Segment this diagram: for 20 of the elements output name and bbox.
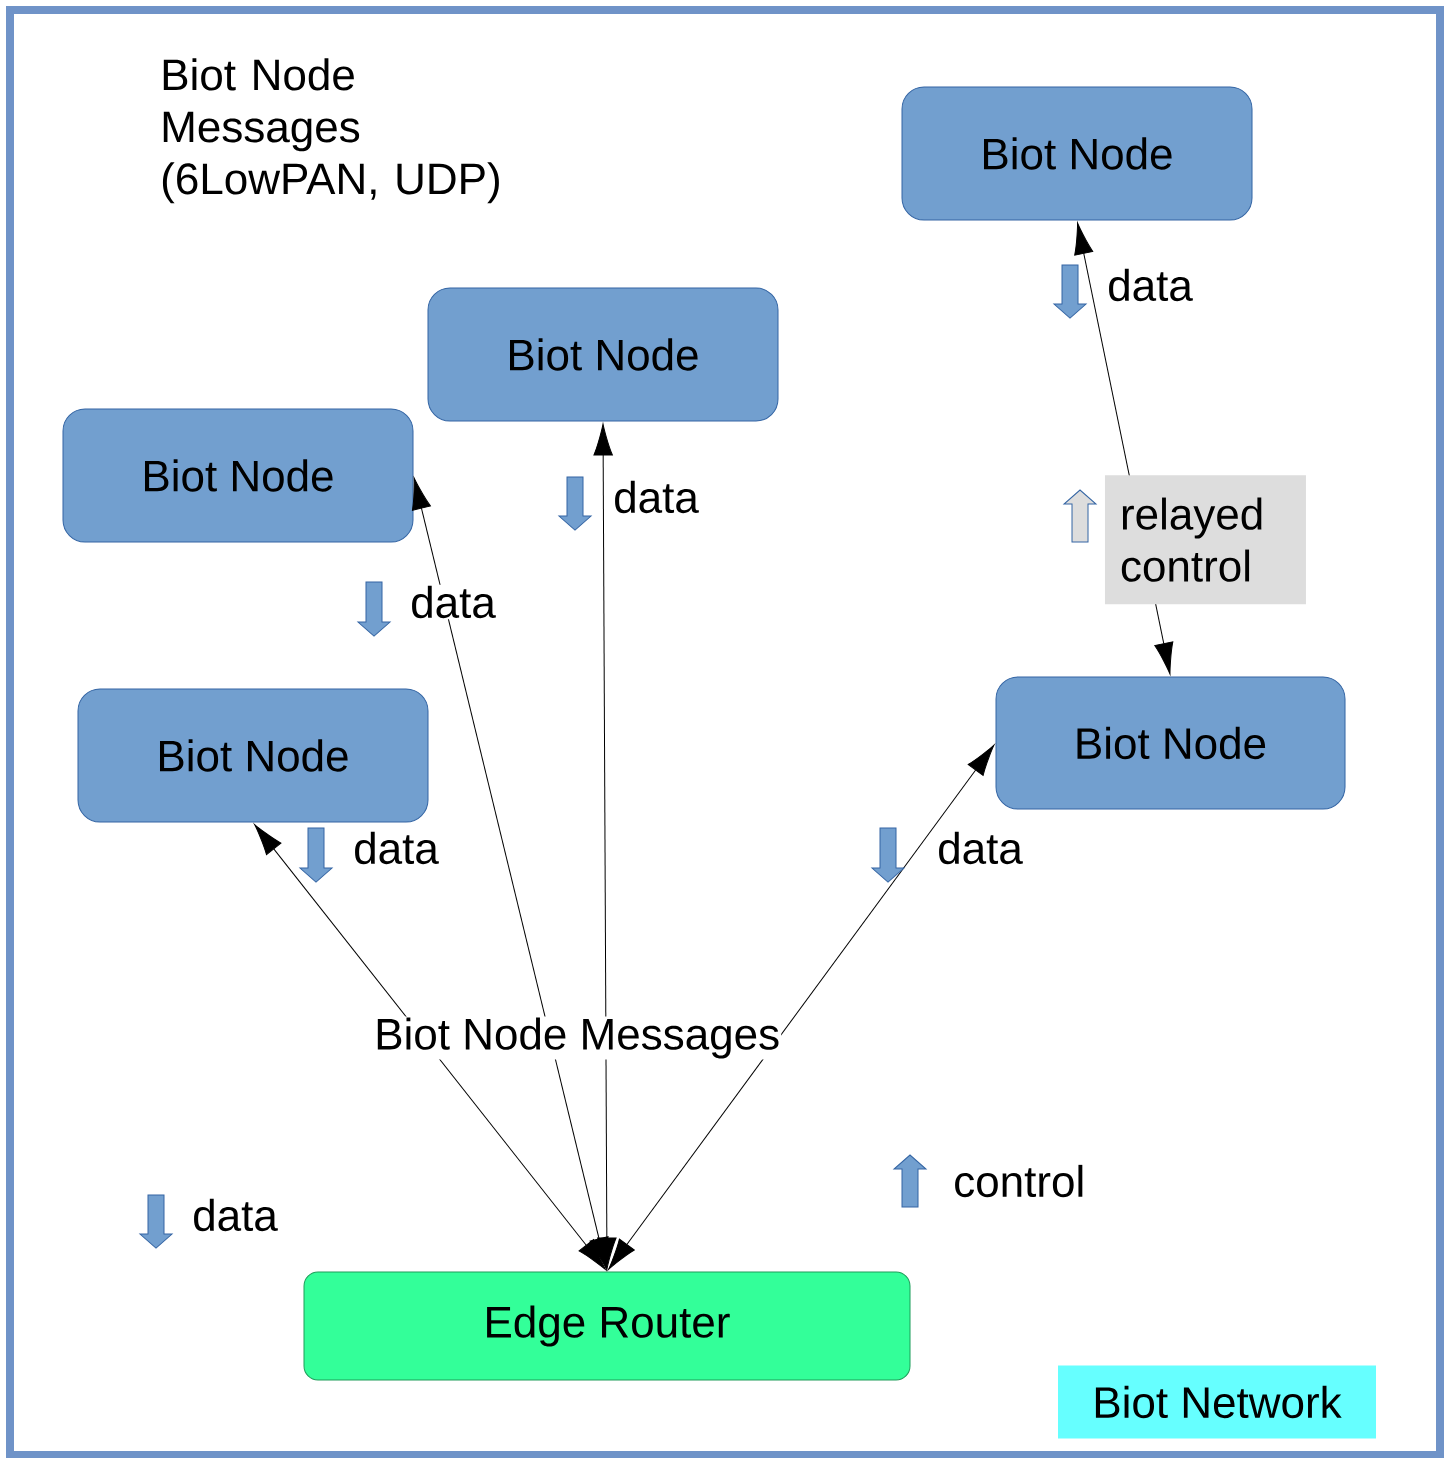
node-box: Biot Node — [427, 287, 779, 422]
flow-label: data — [409, 584, 497, 620]
flow-label: control — [952, 1163, 1087, 1199]
node-box: Biot Node — [77, 688, 429, 823]
connector-arrow — [411, 477, 609, 1270]
flow-label: data — [612, 479, 700, 515]
flow-label: data — [936, 830, 1024, 866]
network-tag: Biot Network — [1058, 1365, 1376, 1439]
flow-label: data — [1106, 267, 1194, 303]
edge-label: relayed control — [1104, 475, 1306, 605]
flow-label: data — [191, 1197, 279, 1233]
connector-arrow — [608, 744, 995, 1270]
connector-arrow — [254, 824, 606, 1270]
node-box: Biot Node — [995, 676, 1346, 810]
flow-label: data — [352, 830, 440, 866]
router-box: Edge Router — [303, 1271, 911, 1381]
heading-text: Biot Node Messages (6LowPAN, UDP) — [162, 58, 499, 204]
node-box: Biot Node — [901, 86, 1253, 221]
flow-label: Biot Node Messages — [373, 1016, 782, 1060]
node-box: Biot Node — [62, 408, 414, 543]
